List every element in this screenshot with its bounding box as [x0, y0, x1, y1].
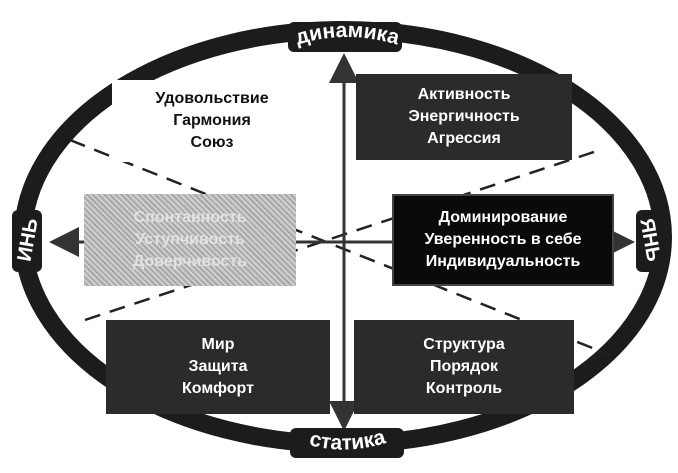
quadrant-line: Доминирование	[438, 209, 568, 226]
quadrant-line: Доверчивость	[132, 253, 248, 270]
quadrant-line: Структура	[423, 336, 505, 353]
left-label-backing	[12, 210, 42, 272]
quadrant-middle-left: Спонтанность Уступчивость Доверчивость	[84, 194, 296, 286]
quadrant-line: Порядок	[429, 358, 499, 375]
quadrant-line: Защита	[188, 358, 248, 375]
quadrant-line: Мир	[201, 336, 235, 353]
quadrant-line: Союз	[190, 134, 234, 151]
quadrant-bottom-right: Структура Порядок Контроль	[354, 320, 574, 414]
quadrant-line: Комфорт	[182, 380, 254, 397]
quadrant-line: Спонтанность	[133, 209, 247, 226]
quadrant-bottom-left: Мир Защита Комфорт	[106, 320, 330, 414]
quadrant-line: Уверенность в себе	[424, 231, 582, 248]
bottom-label-backing	[290, 428, 404, 458]
quadrant-line: Уступчивость	[135, 231, 245, 248]
quadrant-line: Контроль	[425, 380, 503, 397]
right-label-backing	[636, 210, 666, 272]
quadrant-line: Активность	[417, 86, 511, 103]
top-label-backing	[288, 22, 402, 52]
quadrant-line: Агрессия	[427, 130, 501, 147]
quadrant-middle-right: Доминирование Уверенность в себе Индивид…	[392, 194, 614, 286]
dashed-diagonal-down	[69, 138, 611, 357]
quadrant-line: Удовольствие	[155, 90, 269, 107]
quadrant-top-left: Удовольствие Гармония Союз	[112, 80, 312, 162]
quadrant-line: Энергичность	[408, 108, 520, 125]
quadrant-line: Индивидуальность	[425, 253, 581, 270]
quadrant-top-right: Активность Энергичность Агрессия	[356, 74, 572, 160]
quadrant-line: Гармония	[173, 112, 251, 129]
